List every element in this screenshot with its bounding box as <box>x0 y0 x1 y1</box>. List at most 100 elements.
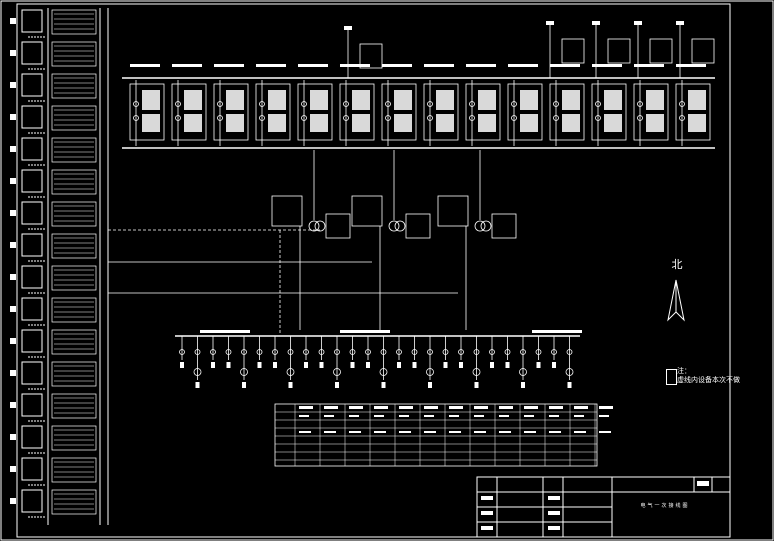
date-fill-2 <box>548 511 560 515</box>
incoming-tag <box>676 21 684 25</box>
left-terminal <box>10 18 16 24</box>
cubicle <box>255 83 291 141</box>
strip-cell <box>51 233 97 259</box>
ct-symbol <box>259 101 265 107</box>
transformer-panel <box>351 195 383 227</box>
cubicle-header <box>298 64 328 67</box>
ct-symbol <box>469 115 475 121</box>
ct-symbol <box>385 101 391 107</box>
table-cell <box>474 415 484 417</box>
feeder-breaker <box>179 349 185 355</box>
left-panel-box <box>21 297 43 321</box>
left-terminal <box>10 402 16 408</box>
checker-fill <box>481 511 493 515</box>
feeder-breaker <box>411 349 418 355</box>
incoming-tag <box>546 21 554 25</box>
feeder-label <box>567 382 572 388</box>
transformer-group <box>108 150 517 335</box>
cubicle-header <box>130 64 160 67</box>
cubicle <box>129 83 165 141</box>
cubicle-label-block <box>520 114 538 132</box>
cubicle-label-block <box>478 90 496 110</box>
incoming-tag <box>634 21 642 25</box>
feeder-breaker <box>241 349 247 355</box>
ct-symbol <box>637 115 643 121</box>
transformer-winding <box>480 220 492 232</box>
left-panel-box <box>21 329 43 353</box>
cubicle <box>297 83 333 141</box>
left-terminal <box>10 466 16 472</box>
left-panel-box <box>21 457 43 481</box>
motor-symbol <box>193 368 202 376</box>
feeder-breaker <box>194 349 201 355</box>
feeder-label <box>211 362 215 368</box>
cubicle-label-block <box>394 90 412 110</box>
table-cell <box>374 415 384 417</box>
feeder-label <box>381 382 386 388</box>
feeder-label <box>366 362 370 368</box>
ct-symbol <box>217 115 223 121</box>
ct-symbol <box>133 101 139 107</box>
transformer-data-box <box>325 213 351 239</box>
cubicle <box>633 83 669 141</box>
left-panel-box <box>21 265 43 289</box>
table-header-cell <box>349 406 363 409</box>
left-terminal <box>10 274 16 280</box>
strip-cell <box>51 457 97 483</box>
note-line-1: 注： <box>677 367 691 375</box>
strip-cell <box>51 329 97 355</box>
feeder-breaker <box>334 349 340 355</box>
left-terminal <box>10 178 16 184</box>
table-cell <box>349 431 361 433</box>
left-panel-box <box>21 137 43 161</box>
feeder-label <box>273 362 277 368</box>
cubicle-header <box>256 64 286 67</box>
table-header-cell <box>499 406 513 409</box>
transformer-winding <box>394 220 406 232</box>
ct-symbol <box>175 115 181 121</box>
table-cell <box>599 431 611 433</box>
title-block <box>476 476 731 538</box>
cubicle-label-block <box>394 114 412 132</box>
cubicle-header <box>466 64 496 67</box>
strip-cell <box>51 297 97 323</box>
ct-symbol <box>511 101 517 107</box>
transformer-data-box <box>491 213 517 239</box>
drawing-note: 注： 虚线内设备本次不做 <box>677 367 740 385</box>
strip-cell <box>51 169 97 195</box>
strip-cell <box>51 137 97 163</box>
table-cell <box>549 415 559 417</box>
cubicle-header <box>592 64 622 67</box>
motor-symbol <box>519 368 527 376</box>
table-cell <box>399 431 411 433</box>
feeder-breaker <box>349 349 356 355</box>
feeder-label <box>443 362 448 368</box>
motor-symbol <box>240 368 248 376</box>
left-terminal <box>10 434 16 440</box>
table-header-cell <box>599 406 613 409</box>
cubicle-header <box>172 64 202 67</box>
cubicle <box>507 83 543 141</box>
cubicle <box>591 83 627 141</box>
cubicle-label-block <box>562 90 580 110</box>
cubicle-header <box>424 64 454 67</box>
table-cell <box>424 431 436 433</box>
feeder-breaker <box>396 349 402 355</box>
strip-cell <box>51 489 97 515</box>
table-header-cell <box>549 406 563 409</box>
designer-fill <box>481 496 493 500</box>
table-header-cell <box>524 406 538 409</box>
cubicle-header <box>508 64 538 67</box>
incoming-box <box>607 38 631 64</box>
left-terminal <box>10 338 16 344</box>
incoming-tag <box>344 26 352 30</box>
ct-symbol <box>385 115 391 121</box>
feeder-breaker <box>365 349 371 355</box>
cubicle-label-block <box>646 90 664 110</box>
table-cell <box>474 431 486 433</box>
cubicle <box>675 83 711 141</box>
table-cell <box>499 431 511 433</box>
ct-symbol <box>595 115 601 121</box>
north-label: 北 <box>671 258 683 271</box>
